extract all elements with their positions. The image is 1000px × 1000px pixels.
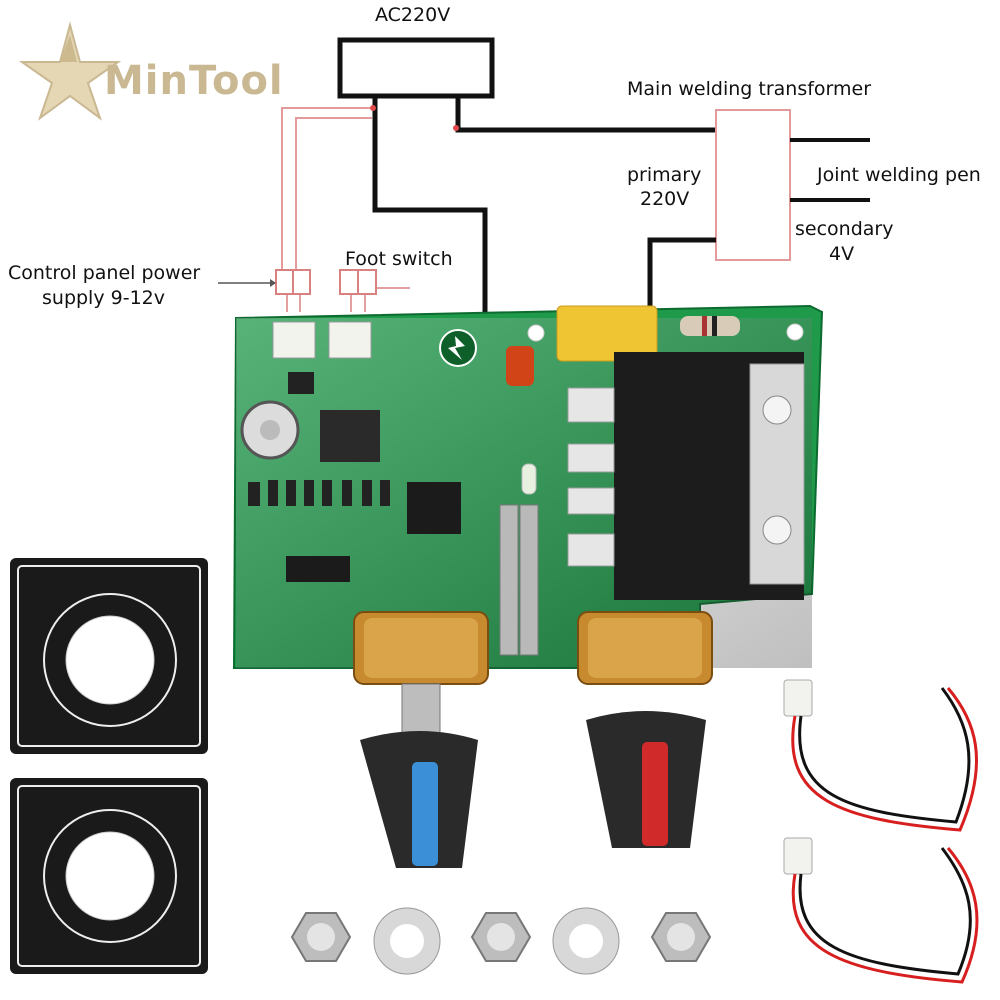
washer-2 — [552, 907, 620, 975]
red-knob-stripe — [642, 742, 668, 846]
time-potentiometer — [353, 611, 489, 868]
brand-logo: MinTool — [104, 58, 284, 104]
ac-wire-left — [372, 96, 488, 318]
blue-knob-stripe — [412, 762, 438, 866]
control-power-label-2: supply 9-12v — [42, 287, 165, 309]
washer-1 — [373, 907, 441, 975]
transformer-title: Main welding transformer — [627, 78, 872, 100]
secondary-voltage: 4V — [829, 243, 855, 265]
ac-source-label: AC220V — [375, 4, 451, 26]
time-dial-plate — [10, 558, 208, 754]
foot-switch-label: Foot switch — [345, 248, 453, 270]
transformer-box — [715, 109, 791, 261]
hex-nut-1 — [290, 912, 352, 962]
primary-voltage: 220V — [640, 188, 690, 210]
yellow-capacitor — [556, 305, 658, 362]
connector-cable-1 — [783, 679, 979, 832]
ac-source-box — [337, 37, 495, 99]
connector-cable-2 — [783, 837, 979, 984]
ac-wire-right — [455, 96, 718, 133]
hex-nut-2 — [470, 912, 532, 962]
current-dial-plate — [10, 778, 208, 974]
control-pcb — [232, 304, 824, 669]
secondary-label: secondary — [795, 218, 894, 240]
current-potentiometer — [577, 611, 713, 848]
control-power-label-1: Control panel power — [8, 262, 201, 284]
star-logo-icon — [18, 21, 122, 121]
wiring-diagram — [218, 37, 870, 330]
hex-nut-3 — [650, 912, 712, 962]
controller-ic — [286, 556, 350, 582]
primary-label: primary — [627, 164, 702, 186]
joint-welding-pen-label: Joint welding pen — [817, 164, 981, 186]
optocoupler-ic — [407, 482, 461, 534]
transformer-wire — [647, 237, 716, 330]
